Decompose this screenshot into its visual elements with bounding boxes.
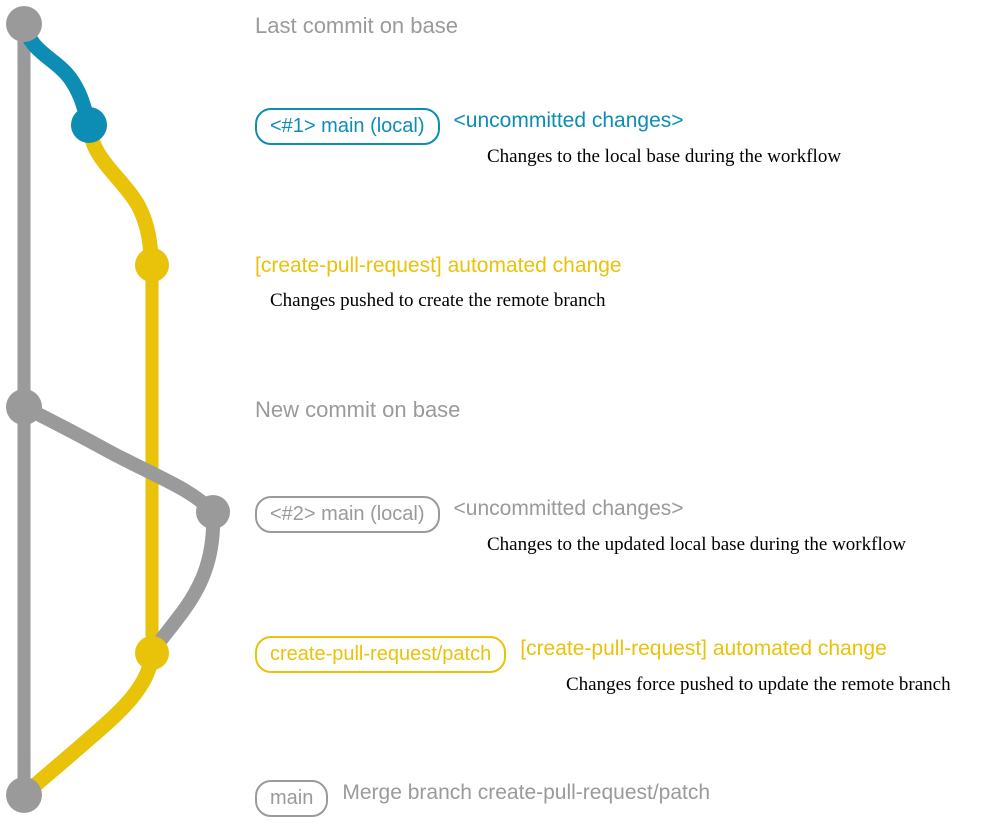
entry-local-2: <#2> main (local) <uncommitted changes> — [255, 496, 684, 533]
merge-line — [16, 645, 160, 803]
local-branch-line-1 — [16, 16, 97, 133]
commit-subject-automated-change-2: [create-pull-request] automated change — [520, 637, 887, 660]
ref-badge-main[interactable]: main — [255, 780, 329, 817]
commit-node-local-uncommitted-1[interactable] — [71, 107, 107, 143]
commit-note-local-2: Changes to the updated local base during… — [487, 534, 906, 555]
patch-branch-line-1 — [81, 117, 160, 273]
commit-subject-local-1: <uncommitted changes> — [453, 109, 684, 132]
commit-note-automated-change-2: Changes force pushed to update the remot… — [566, 674, 951, 695]
entry-automated-change-2: create-pull-request/patch [create-pull-r… — [255, 636, 887, 673]
entry-automated-change-1: [create-pull-request] automated change — [255, 253, 622, 279]
commit-subject-merge: Merge branch create-pull-request/patch — [342, 781, 711, 804]
headline-last-commit-on-base: Last commit on base — [255, 13, 458, 38]
commit-note-local-1: Changes to the local base during the wor… — [487, 146, 842, 167]
commit-note-automated-change-1: Changes pushed to create the remote bran… — [270, 290, 606, 311]
commit-node-automated-change-1[interactable] — [135, 248, 169, 282]
commit-node-automated-change-2[interactable] — [135, 636, 169, 670]
rebase-branch-line-in — [145, 505, 221, 660]
commit-node-local-uncommitted-2[interactable] — [196, 495, 230, 529]
commit-subject-automated-change-1: [create-pull-request] automated change — [255, 254, 622, 277]
ref-badge-main-local-2[interactable]: <#2> main (local) — [255, 496, 440, 533]
ref-badge-main-local-1[interactable]: <#1> main (local) — [255, 108, 440, 145]
commit-subject-local-2: <uncommitted changes> — [453, 497, 684, 520]
ref-badge-create-pull-request-patch[interactable]: create-pull-request/patch — [255, 636, 507, 673]
commit-node-new-on-base[interactable] — [6, 389, 42, 425]
commit-node-merge[interactable] — [6, 777, 42, 813]
rebase-branch-line-out — [17, 400, 220, 519]
entry-local-1: <#1> main (local) <uncommitted changes> — [255, 108, 684, 145]
headline-new-commit-on-base: New commit on base — [255, 397, 461, 422]
branch-graph — [6, 6, 230, 813]
commit-node-last-on-base[interactable] — [6, 6, 42, 42]
entry-merge: main Merge branch create-pull-request/pa… — [255, 780, 710, 817]
